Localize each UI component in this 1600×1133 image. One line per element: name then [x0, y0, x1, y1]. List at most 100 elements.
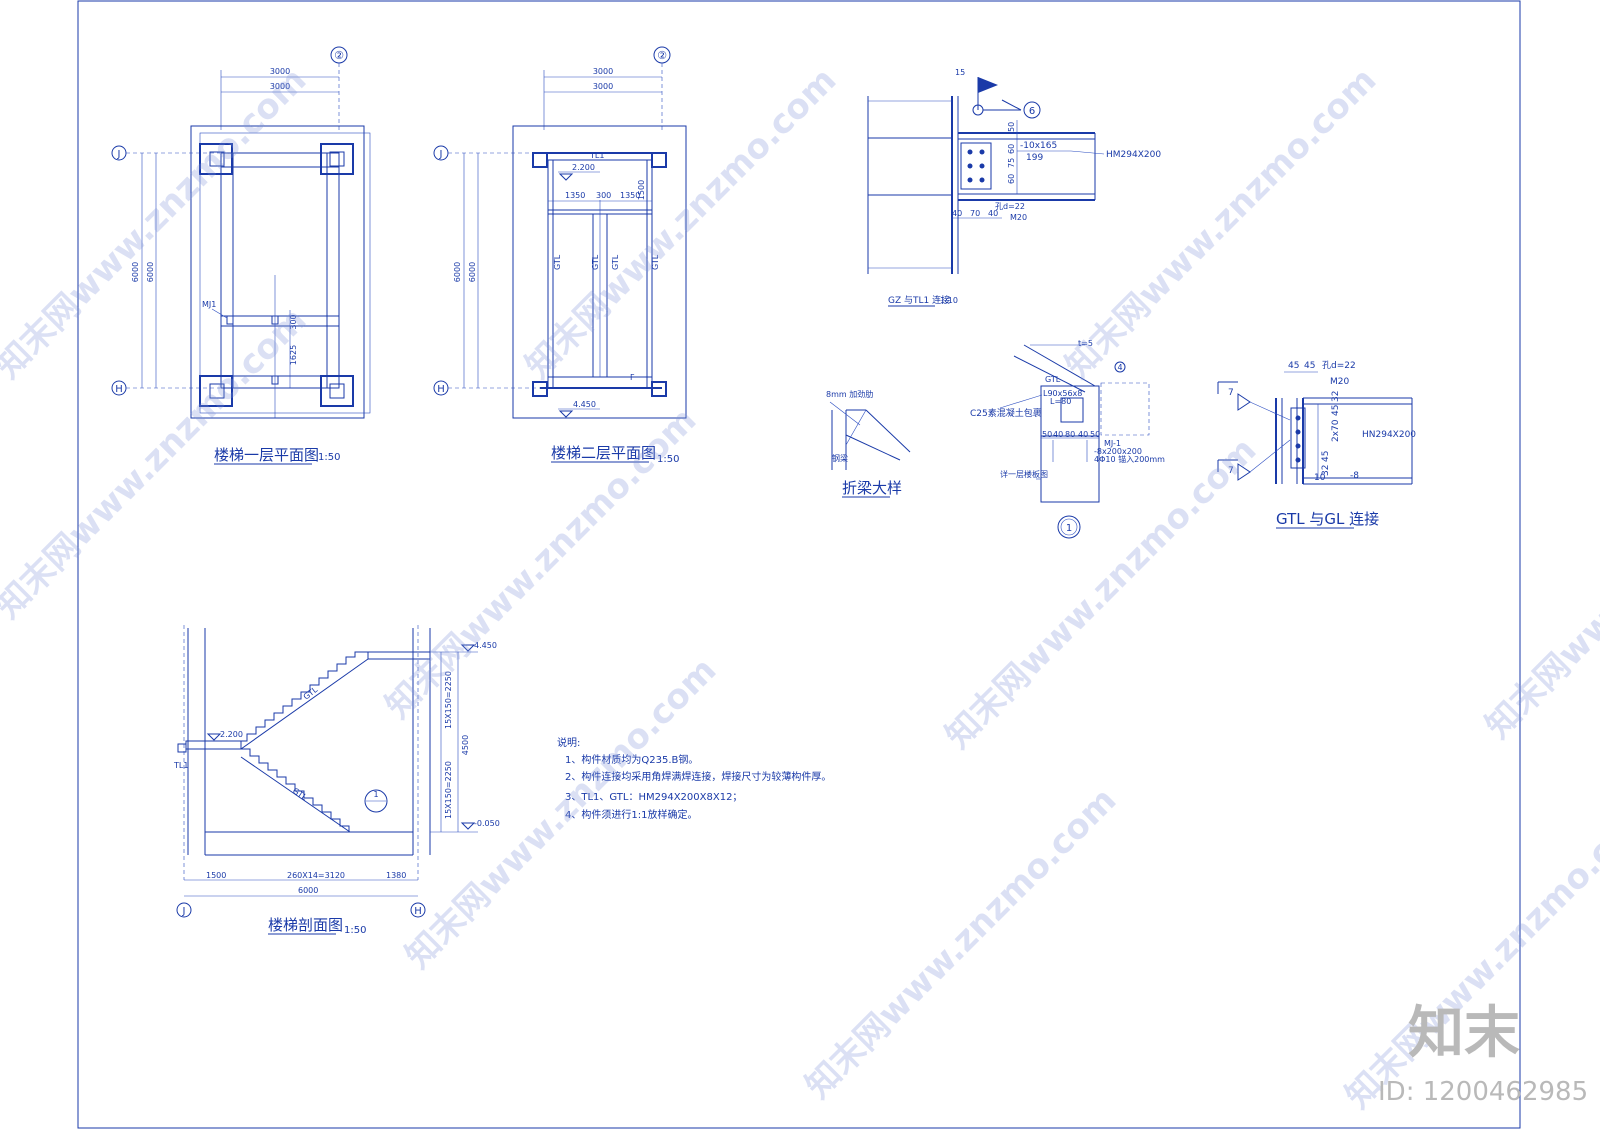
bolt — [979, 163, 985, 169]
bolt-label: M20 — [1330, 377, 1349, 387]
label-tl1: TL1 — [589, 151, 604, 160]
column-core — [329, 383, 345, 399]
bolt — [979, 149, 985, 155]
dim-40a: 40 — [1053, 430, 1063, 439]
dim-steps: 260X14=3120 — [287, 871, 345, 880]
anchor-label: 4Φ10 锚入200mm — [1094, 454, 1165, 464]
gtl-label: GTL — [1045, 375, 1061, 384]
angle-label: L90x56x8 — [1043, 389, 1082, 398]
shear-plate — [1290, 407, 1306, 469]
label-mj1: MJ1 — [202, 300, 216, 309]
section-scale: 1:50 — [344, 925, 366, 936]
elev-marker — [460, 822, 476, 830]
column — [320, 143, 354, 175]
watermark-text: 知末网www.znzmo.com — [518, 60, 844, 386]
dim-left: 1500 — [206, 871, 226, 880]
leader — [1249, 439, 1291, 473]
column — [320, 375, 354, 407]
axis-label-2: ② — [657, 49, 667, 62]
dim-70: 70 — [970, 209, 980, 218]
dim-60a: 60 — [1007, 144, 1016, 154]
dim-50a: 50 — [1042, 430, 1052, 439]
detail-gtl-gl: 7 7 45 45 孔d=22 M20 32 45 2x70 45 32 HN2… — [1217, 360, 1416, 529]
dim-total: 6000 — [298, 886, 318, 895]
plate-label: -10x165 — [1020, 141, 1057, 151]
axis-label-j: J — [182, 906, 186, 917]
plan1-scale: 1:50 — [318, 452, 340, 463]
weld-b: 7 — [1228, 466, 1234, 476]
elev-top: 4.450 — [474, 641, 497, 650]
gtl-bottom-label: GTL — [291, 786, 309, 802]
plan1-title: 楼梯一层平面图 — [214, 446, 319, 464]
notes-heading: 说明: — [557, 736, 580, 749]
axis-label-j: J — [439, 149, 443, 160]
dim-50b: 50 — [1090, 430, 1100, 439]
dim-45c: 45 — [1331, 405, 1341, 416]
sheet-border — [77, 0, 1521, 1129]
weld-label: t=5 — [1078, 339, 1093, 348]
elev-marker — [558, 173, 574, 181]
column — [199, 143, 233, 175]
bolt — [967, 149, 973, 155]
column-core — [329, 151, 345, 167]
axis-bubble-h — [410, 902, 426, 918]
dim-top-inner: 3000 — [593, 82, 613, 91]
foundation — [1040, 435, 1100, 503]
note-4: 4、构件须进行1:1放样确定。 — [565, 808, 697, 821]
upper-flight-steps — [241, 651, 368, 742]
plan1-beam-right — [326, 152, 340, 389]
dim-60b: 60 — [1007, 174, 1016, 184]
notes: 说明: 1、构件材质均为Q235.B钢。 2、构件连接均采用角焊满焊连接，焊接尺… — [557, 736, 831, 821]
stair-section: GTL GTL TL1 2.200 1 15X150=2250 15X150=2… — [173, 625, 500, 936]
gtl-1: GTL — [553, 254, 562, 270]
wall-hatch — [1100, 382, 1150, 436]
angle-section — [1060, 397, 1084, 423]
detail-fold-beam: 8mm 加劲肋 钢梁 折梁大样 — [826, 389, 911, 498]
stiffener-label: 8mm 加劲肋 — [826, 389, 873, 399]
detail-1: t=5 4 GTL L90x56x8 L=80 C25素混凝土包裹 50 40 … — [970, 339, 1165, 539]
detail-gz-tl1: 6 15 -10x165 199 HM294X200 50 60 75 60 4… — [867, 68, 1161, 307]
slab-label: 详一层楼板图 — [1000, 469, 1048, 479]
elev-marker — [460, 644, 476, 652]
beam-label: 钢梁 — [832, 453, 848, 463]
watermark-text: 知末网www.znzmo.com — [378, 400, 704, 726]
column — [532, 152, 548, 168]
dim-mid-1: 300 — [289, 314, 298, 329]
watermark-text: 知末网www.znzmo.com — [1478, 420, 1600, 746]
dim-15: 15 — [955, 68, 965, 77]
dim-32b: 32 — [1321, 465, 1331, 476]
dim-top-inner: 3000 — [270, 82, 290, 91]
dim-run-bottom: 15X150=2250 — [444, 761, 453, 819]
watermark-text: 知末网www.znzmo.com — [1058, 60, 1384, 386]
axis-label-h: H — [414, 906, 422, 917]
dim-45a: 45 — [1288, 361, 1299, 371]
elev-marker — [206, 733, 222, 741]
axis-label-h: H — [115, 384, 123, 395]
callout-6-label: 6 — [1029, 106, 1035, 117]
plate-label: -8x200x200 — [1094, 447, 1142, 456]
dim-left-inner: 6000 — [468, 262, 477, 282]
column — [651, 152, 667, 168]
dim-left-outer: 6000 — [131, 262, 140, 282]
callout-1-inner — [1060, 518, 1078, 536]
watermark-text: 知末网www.znzmo.com — [1338, 790, 1600, 1116]
dim-right: 1380 — [386, 871, 406, 880]
elev-bottom: 4.450 — [573, 400, 596, 409]
plate-length: 199 — [1026, 153, 1043, 163]
bolt — [1295, 429, 1301, 435]
plan2-title: 楼梯二层平面图 — [551, 444, 656, 462]
leader — [829, 401, 861, 426]
beam-label: HN294X200 — [1362, 430, 1416, 440]
axis-bubble-j — [176, 902, 192, 918]
label-tl1: TL1 — [173, 761, 188, 770]
hole-label: 孔d=22 — [995, 202, 1025, 211]
note-3: 3、TL1、GTL：HM294X200X8X12； — [565, 792, 742, 803]
marker-4 — [1114, 361, 1126, 373]
gtl-line — [1023, 344, 1096, 387]
bolt — [1295, 443, 1301, 449]
elev-bottom: -0.050 — [474, 819, 500, 828]
fold-line — [845, 434, 901, 461]
mj-label: MJ-1 — [1104, 439, 1121, 448]
dim-a: 1350 — [565, 191, 585, 200]
dim-45d: 45 — [1321, 451, 1331, 462]
